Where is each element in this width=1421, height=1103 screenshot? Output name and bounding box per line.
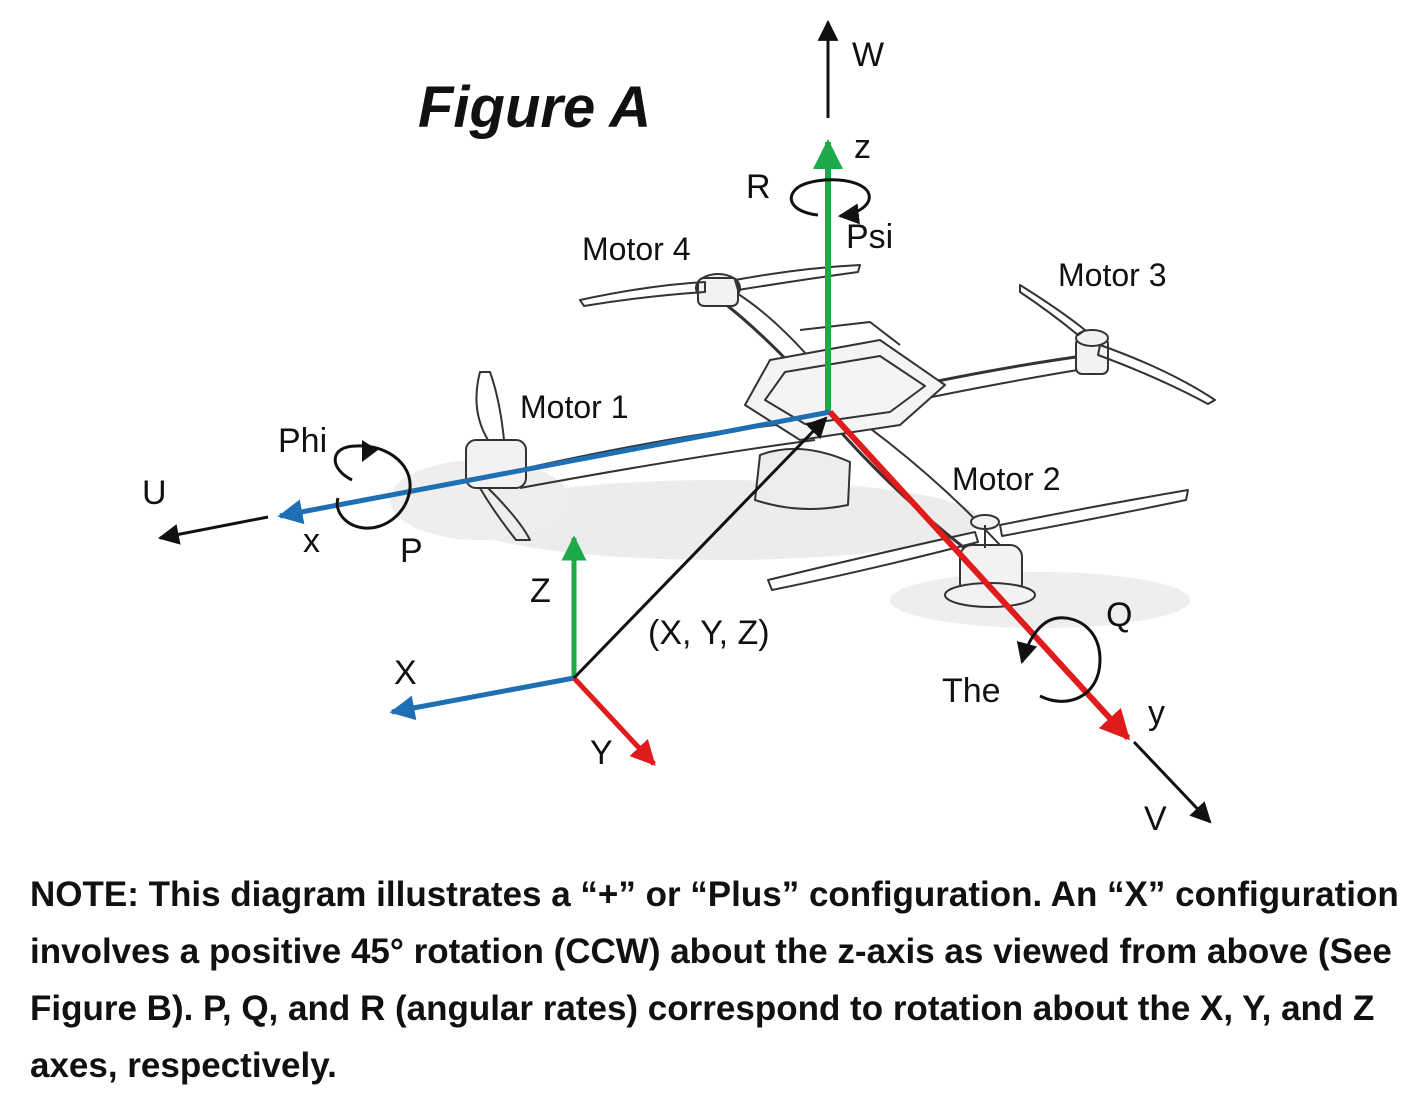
label-y-inertial: Y (590, 734, 613, 772)
v-velocity-arrow (1132, 740, 1212, 824)
p-rotation-arrowhead (362, 440, 378, 462)
x-inertial-axis (389, 675, 575, 721)
label-motor-4: Motor 4 (582, 231, 690, 267)
label-z-inertial: Z (530, 572, 551, 610)
position-vector-arrow (572, 416, 828, 680)
label-motor-2: Motor 2 (952, 461, 1060, 497)
label-z-body: z (854, 128, 871, 166)
label-psi: Psi (846, 218, 893, 256)
x-body-axis (277, 409, 831, 525)
label-motor-1: Motor 1 (520, 389, 628, 425)
y-body-axis (827, 409, 1131, 741)
label-p: P (400, 532, 423, 570)
label-motor-3: Motor 3 (1058, 257, 1166, 293)
label-u: U (142, 474, 167, 512)
label-x-inertial: X (394, 654, 417, 692)
label-y-body: y (1148, 694, 1165, 732)
label-r: R (746, 168, 771, 206)
label-position: (X, Y, Z) (648, 614, 770, 652)
quadcopter-sketch (390, 264, 1216, 628)
u-velocity-arrow (157, 515, 269, 545)
y-inertial-axis (572, 676, 656, 766)
figure-title: Figure A (418, 75, 652, 140)
label-q: Q (1106, 596, 1132, 634)
label-v: V (1144, 800, 1167, 838)
r-rotation-arrow (789, 178, 871, 225)
label-the: The (942, 672, 1001, 710)
configuration-note: NOTE: This diagram illustrates a “+” or … (30, 875, 1399, 1085)
quadcopter-diagram: W z R Psi Motor 4 Motor 3 Motor 1 Motor … (142, 19, 1216, 838)
q-rotation-arrow (1016, 616, 1102, 703)
label-phi: Phi (278, 422, 327, 460)
label-w: W (852, 36, 884, 74)
p-rotation-arrow (333, 444, 412, 530)
label-x-body: x (303, 522, 320, 560)
